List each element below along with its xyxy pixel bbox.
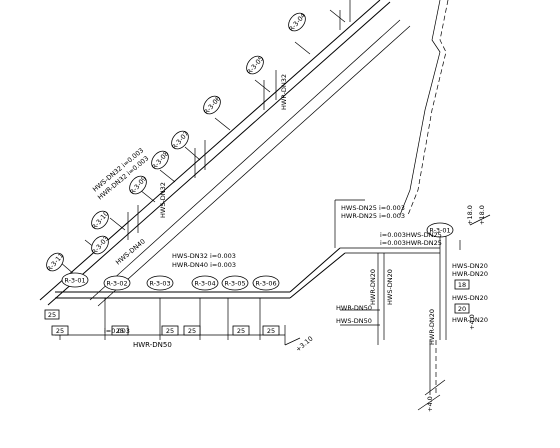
elevation-label: +3.10 xyxy=(294,335,314,354)
riser-label: R-3-01 xyxy=(64,277,85,285)
elevation-label: +18.0 xyxy=(466,205,474,225)
diagonal-risers: R-3-11 R-3-10 R-3-09 R-3-08 R-3-07 R-3-0… xyxy=(45,12,307,274)
riser-bubble: R-3-05 xyxy=(221,275,249,291)
pipe-label: HWS-DN20 xyxy=(452,294,488,302)
pipe-label: HWS-DN20 xyxy=(452,262,488,270)
size-boxes: 25 25 25 25 25 25 18 20 25 xyxy=(44,279,470,336)
riser-bubble: R-3-01 xyxy=(61,272,89,288)
riser-bubble: R-3-07 xyxy=(170,130,190,152)
elevation-label: +18.0 xyxy=(478,205,486,225)
pipe-label: HWS-DN32 xyxy=(159,182,167,218)
elevation-label: +4.0 xyxy=(468,314,476,330)
riser-bubble: R-3-06 xyxy=(202,95,222,117)
pipe-label: HWR-DN50 xyxy=(336,304,372,312)
pipe-label: HWS-DN25 i=0.003 xyxy=(341,204,405,212)
riser-bubble: R-3-01 xyxy=(426,222,454,238)
pipe-label: HWR-DN32 xyxy=(280,74,288,110)
riser-bubble: R-3-03 xyxy=(146,275,174,291)
diagonal-branch xyxy=(39,0,411,307)
riser-label: R-3-01 xyxy=(429,227,450,235)
size-label: 18 xyxy=(458,281,466,289)
riser-label: R-3-02 xyxy=(106,280,127,288)
riser-bubble: R-3-04 xyxy=(191,275,219,291)
size-label: 25 xyxy=(116,327,124,335)
pipe-label: i=0.003 xyxy=(104,327,130,335)
top-trunk xyxy=(399,0,449,216)
riser-bubble: R-3-08 xyxy=(150,150,170,172)
pipe-label: HWR-DN20 xyxy=(428,309,436,345)
pipe-label: HWR-DN20 xyxy=(369,269,377,305)
pipe-label: HWS-DN32 i=0.003 xyxy=(172,252,236,260)
size-label: 25 xyxy=(267,327,275,335)
pipe-label: HWS-DN50 xyxy=(336,317,372,325)
riser-bubble: R-3-04 xyxy=(287,12,307,34)
pipe-label: i=0.003HWS-DN25 xyxy=(380,231,442,239)
riser-bubble: R-3-11 xyxy=(45,252,65,274)
size-label: 25 xyxy=(188,327,196,335)
pipe-label: HWR-DN20 xyxy=(452,316,488,324)
size-label: 25 xyxy=(48,311,56,319)
size-label: 25 xyxy=(237,327,245,335)
horizontal-risers: R-3-01 R-3-02 R-3-03 R-3-04 R-3-05 R-3-0… xyxy=(61,222,454,291)
size-label: 25 xyxy=(56,327,64,335)
riser-bubble: R-3-10 xyxy=(90,210,110,232)
riser-label: R-3-05 xyxy=(224,280,245,288)
pipe-label: HWR-DN20 xyxy=(452,270,488,278)
pipe-labels: HWS-DN32 i=0.003 HWR-DN32 i=0.003 HWR-DN… xyxy=(91,74,488,349)
pipe-label: HWR-DN50 xyxy=(133,341,172,349)
riser-bubble: R-3-06 xyxy=(252,275,280,291)
right-branch xyxy=(334,199,491,411)
size-label: 20 xyxy=(458,305,466,313)
size-label: 25 xyxy=(166,327,174,335)
riser-label: R-3-06 xyxy=(255,280,276,288)
riser-label: R-3-04 xyxy=(194,280,215,288)
elevation-label: +4.0 xyxy=(426,396,434,412)
pipe-label: HWS-DN20 xyxy=(386,269,394,305)
pipe-label: i=0.003HWR-DN25 xyxy=(380,239,442,247)
pipe-label: HWR-DN40 i=0.003 xyxy=(172,261,236,269)
riser-label: R-3-03 xyxy=(149,280,170,288)
riser-bubble: R-3-05 xyxy=(245,55,265,77)
pipe-label: HWR-DN25 i=0.003 xyxy=(341,212,405,220)
riser-bubble: R-3-02 xyxy=(103,275,131,291)
